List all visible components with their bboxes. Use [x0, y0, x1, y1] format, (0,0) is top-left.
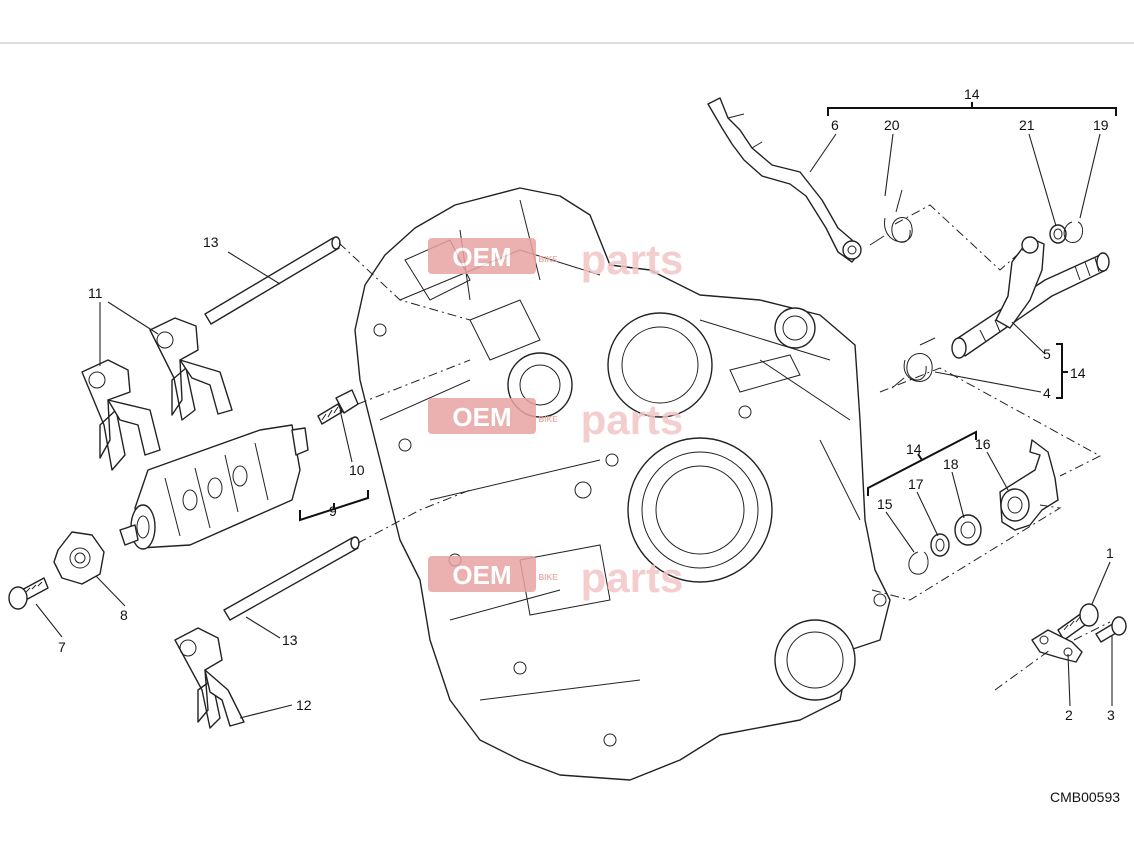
watermark-lower: OEM BIKE parts — [428, 554, 683, 601]
callout-9: 9 — [329, 503, 337, 519]
callout-12: 12 — [296, 697, 312, 713]
callout-13-upper: 13 — [203, 234, 219, 250]
watermark-upper: OEM BIKE parts — [428, 236, 683, 283]
circlip-15 — [908, 551, 929, 575]
shaft-return-spring — [891, 337, 936, 389]
callout-14-top: 14 — [964, 86, 980, 102]
callout-7: 7 — [58, 639, 66, 655]
washer-21 — [1049, 224, 1067, 244]
bolt-1 — [1057, 603, 1099, 641]
watermark-badge — [428, 238, 536, 274]
callout-5: 5 — [1043, 346, 1051, 362]
leader-lines — [35, 133, 1113, 719]
bracket-2 — [1031, 629, 1083, 663]
callout-21: 21 — [1019, 117, 1035, 133]
callout-2: 2 — [1065, 707, 1073, 723]
watermark-oem-text: OEM — [452, 402, 511, 432]
plate-16 — [999, 439, 1059, 531]
selector-fork-right — [149, 317, 233, 421]
watermark-parts-text: parts — [581, 236, 684, 283]
circlip-19 — [1063, 221, 1084, 243]
callout-3: 3 — [1107, 707, 1115, 723]
watermark-middle: OEM BIKE parts — [428, 396, 683, 443]
callout-labels: 13 11 10 9 8 7 13 12 14 6 20 21 19 5 14 … — [58, 86, 1120, 805]
callout-14-mid: 14 — [906, 441, 922, 457]
callout-16: 16 — [975, 436, 991, 452]
gearshift-shaft — [951, 236, 1110, 359]
callout-20: 20 — [884, 117, 900, 133]
callout-11: 11 — [88, 285, 103, 301]
callout-17: 17 — [908, 476, 924, 492]
callout-8: 8 — [120, 607, 128, 623]
construction-lines — [338, 204, 1111, 691]
watermark-oem-text: OEM — [452, 560, 511, 590]
watermark-bike-text: BIKE — [538, 573, 558, 582]
selector-fork-lower — [174, 627, 245, 729]
washer-17 — [930, 533, 950, 557]
return-spring-20 — [869, 189, 913, 246]
drawing-code: CMB00593 — [1050, 789, 1120, 805]
callout-14-right: 14 — [1070, 365, 1086, 381]
callout-6: 6 — [831, 117, 839, 133]
callout-10: 10 — [349, 462, 365, 478]
seal-18 — [954, 514, 982, 546]
watermark-oem-text: OEM — [452, 242, 511, 272]
watermark-bike-text: BIKE — [538, 415, 558, 424]
screw-7 — [8, 577, 49, 610]
callout-1: 1 — [1106, 545, 1114, 561]
watermark: OEM BIKE parts OEM BIKE parts OEM BIKE p… — [428, 236, 683, 601]
fork-shaft-lower — [223, 536, 360, 621]
bolt-3 — [1095, 616, 1127, 643]
callout-18: 18 — [943, 456, 959, 472]
watermark-parts-text: parts — [581, 396, 684, 443]
callout-4: 4 — [1043, 385, 1051, 401]
index-star-wheel — [53, 531, 105, 585]
watermark-badge — [428, 398, 536, 434]
group-braces — [299, 102, 1117, 522]
callout-15: 15 — [877, 496, 893, 512]
gearshift-lever — [707, 97, 862, 263]
watermark-bike-text: BIKE — [538, 255, 558, 264]
callout-19: 19 — [1093, 117, 1109, 133]
watermark-badge — [428, 556, 536, 592]
fork-shaft-upper — [204, 236, 341, 325]
callout-13-lower: 13 — [282, 632, 298, 648]
watermark-parts-text: parts — [581, 554, 684, 601]
gearshift-drum — [119, 424, 309, 550]
detent-plunger — [317, 389, 359, 425]
selector-fork-left — [81, 359, 161, 471]
